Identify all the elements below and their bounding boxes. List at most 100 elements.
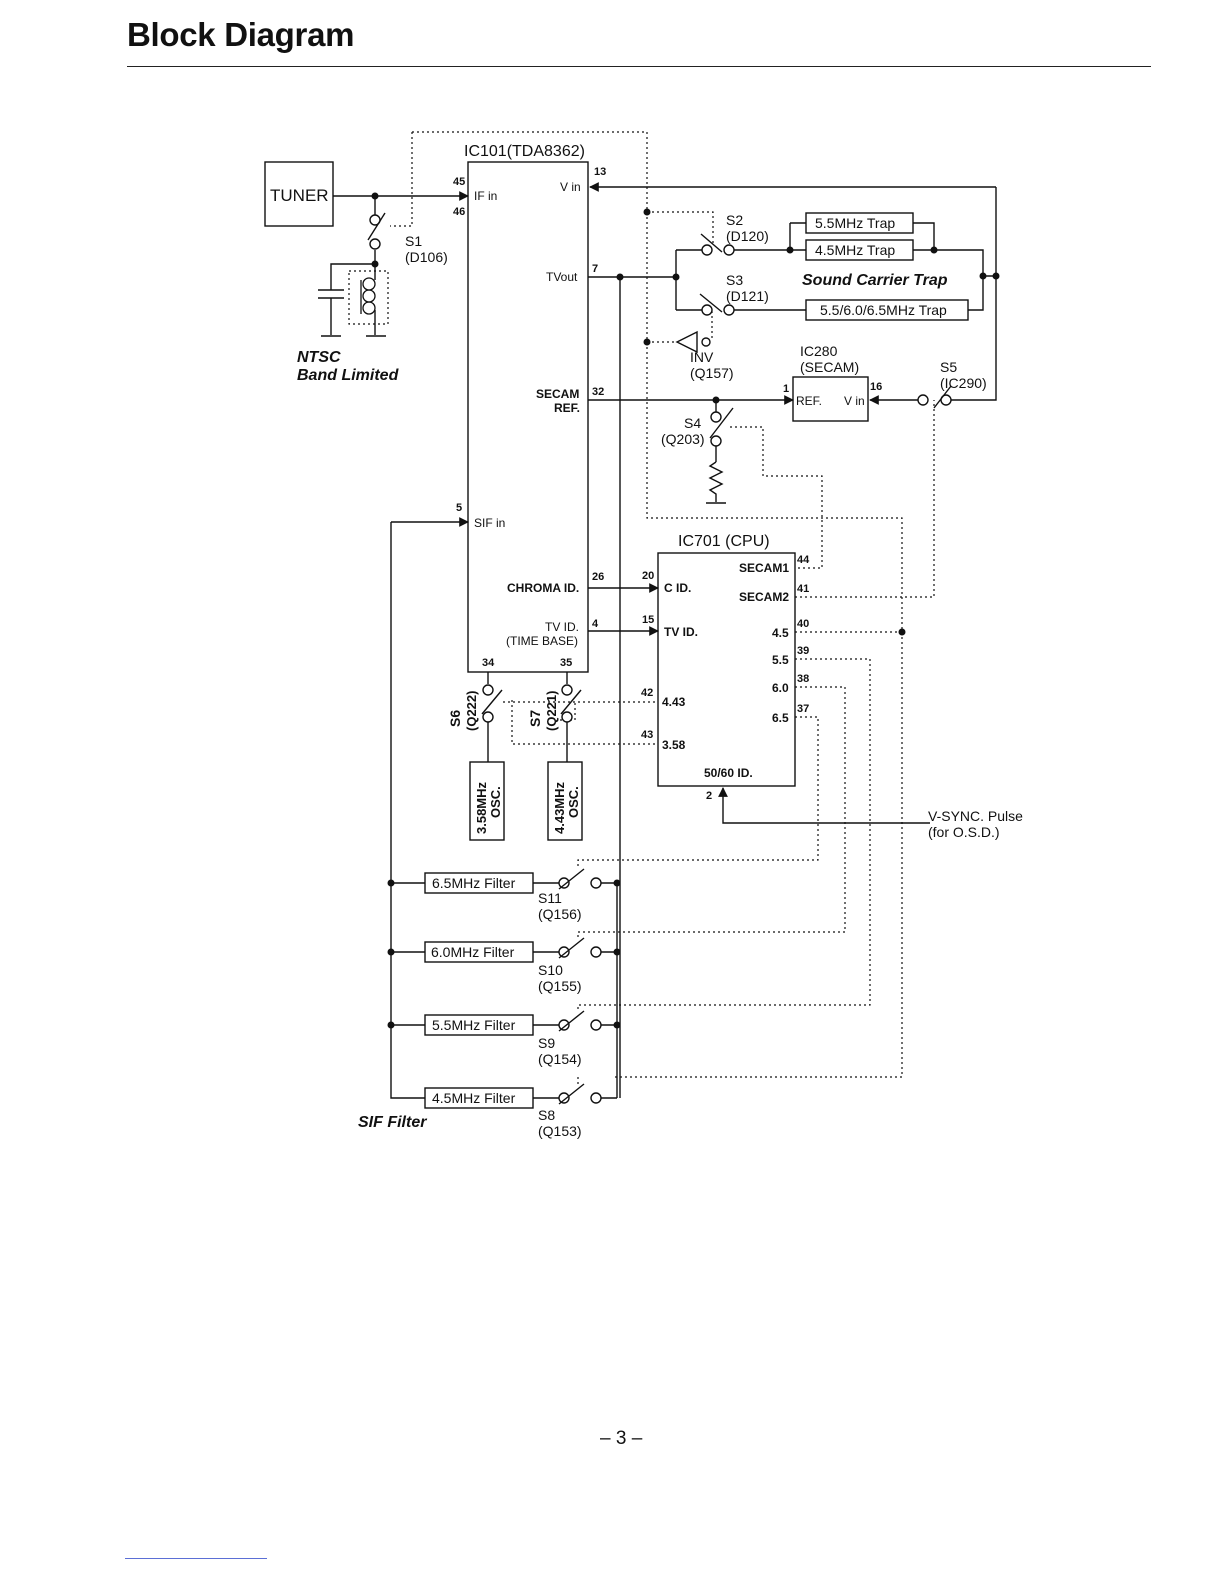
control-lines bbox=[348, 131, 935, 1085]
s5-sub: (IC290) bbox=[940, 375, 987, 391]
ic101-if-in: IF in bbox=[474, 189, 497, 203]
s3-sub: (D121) bbox=[726, 288, 769, 304]
ic701-443: 4.43 bbox=[662, 695, 686, 709]
ic101-secam-ref-1: SECAM bbox=[536, 387, 579, 401]
pin-4: 4 bbox=[592, 618, 599, 630]
pin-32: 32 bbox=[592, 386, 604, 398]
osc-358-box bbox=[469, 761, 505, 841]
tuner-label: TUNER bbox=[270, 186, 329, 205]
s11-sub: (Q156) bbox=[538, 906, 582, 922]
filter-45-label: 4.5MHz Filter bbox=[432, 1090, 516, 1106]
pin-13: 13 bbox=[594, 166, 606, 178]
s11-label: S11 bbox=[538, 890, 562, 906]
s7-label: S7 bbox=[527, 710, 543, 727]
pin-45: 45 bbox=[453, 176, 465, 188]
vsync-label-1: V-SYNC. Pulse bbox=[928, 808, 1023, 824]
ic701-secam2: SECAM2 bbox=[739, 590, 789, 604]
footer-rule bbox=[125, 1558, 267, 1559]
s3-label: S3 bbox=[726, 272, 743, 288]
s4-sub: (Q203) bbox=[661, 431, 705, 447]
ic701-secam1: SECAM1 bbox=[739, 561, 789, 575]
filter-65-label: 6.5MHz Filter bbox=[432, 875, 516, 891]
ic701-5060-id: 50/60 ID. bbox=[704, 766, 753, 780]
s4-label: S4 bbox=[684, 415, 701, 431]
s6-sub: (Q222) bbox=[464, 691, 479, 731]
s9-label: S9 bbox=[538, 1035, 555, 1051]
sound-carrier-trap-label: Sound Carrier Trap bbox=[802, 272, 948, 289]
pin-46: 46 bbox=[453, 206, 465, 218]
page-title: Block Diagram bbox=[127, 16, 355, 53]
ic101-block bbox=[467, 161, 589, 673]
pin-43: 43 bbox=[641, 729, 653, 741]
title-rule bbox=[127, 66, 1151, 67]
tuner-block bbox=[264, 161, 334, 227]
s9-sub: (Q154) bbox=[538, 1051, 582, 1067]
ic101-chroma-id: CHROMA ID. bbox=[507, 581, 579, 595]
filter-60-label: 6.0MHz Filter bbox=[431, 944, 515, 960]
s8-sub: (Q153) bbox=[538, 1123, 582, 1139]
ic701-358: 3.58 bbox=[662, 738, 686, 752]
s5-label: S5 bbox=[940, 359, 957, 375]
ic701-title: IC701 (CPU) bbox=[678, 533, 770, 550]
coil-icon bbox=[360, 277, 376, 315]
ic280-title: IC280 bbox=[800, 343, 838, 359]
pin-1: 1 bbox=[783, 383, 789, 395]
pin-37: 37 bbox=[797, 703, 809, 715]
ntsc-label-1: NTSC bbox=[297, 349, 341, 366]
inv-sub-label: (Q157) bbox=[690, 365, 734, 381]
ic101-secam-ref-2: REF. bbox=[554, 401, 580, 415]
pin-16: 16 bbox=[870, 381, 882, 393]
s10-sub: (Q155) bbox=[538, 978, 582, 994]
s8-label: S8 bbox=[538, 1107, 555, 1123]
pin-2: 2 bbox=[706, 790, 712, 802]
ic101-sif-in: SIF in bbox=[474, 516, 505, 530]
pin-38: 38 bbox=[797, 673, 809, 685]
ic101-tvout: TVout bbox=[546, 270, 578, 284]
s1-label: S1 bbox=[405, 233, 422, 249]
pin-39: 39 bbox=[797, 645, 809, 657]
pin-5: 5 bbox=[456, 502, 462, 514]
ic701-65: 6.5 bbox=[772, 711, 789, 725]
osc-358-label-1: 3.58MHz bbox=[474, 781, 489, 834]
s7-sub: (Q221) bbox=[544, 691, 559, 731]
pin-44: 44 bbox=[797, 554, 810, 566]
ic701-c-id: C ID. bbox=[664, 581, 691, 595]
inv-label: INV bbox=[690, 349, 714, 365]
s6-label: S6 bbox=[447, 710, 463, 727]
ic701-block bbox=[657, 552, 796, 787]
ic101-title: IC101(TDA8362) bbox=[464, 143, 585, 160]
ic280-ref: REF. bbox=[796, 394, 822, 408]
pin-34: 34 bbox=[482, 657, 495, 669]
osc-358-label-2: OSC. bbox=[488, 786, 503, 818]
sif-filter-label: SIF Filter bbox=[358, 1114, 427, 1131]
pin-42: 42 bbox=[641, 687, 653, 699]
s10-label: S10 bbox=[538, 962, 563, 978]
ntsc-label-2: Band Limited bbox=[297, 367, 400, 384]
page-number: – 3 – bbox=[600, 1428, 643, 1449]
pin-40: 40 bbox=[797, 618, 809, 630]
osc-443-label-1: 4.43MHz bbox=[552, 781, 567, 834]
osc-443-box bbox=[547, 761, 583, 841]
pin-15: 15 bbox=[642, 614, 654, 626]
ic280-v-in: V in bbox=[844, 394, 865, 408]
ic701-60: 6.0 bbox=[772, 681, 789, 695]
pin-7: 7 bbox=[592, 263, 598, 275]
s1-sub: (D106) bbox=[405, 249, 448, 265]
trap-556065-label: 5.5/6.0/6.5MHz Trap bbox=[820, 302, 947, 318]
pin-26: 26 bbox=[592, 571, 604, 583]
s2-label: S2 bbox=[726, 212, 743, 228]
ic101-v-in: V in bbox=[560, 180, 581, 194]
pin-20: 20 bbox=[642, 570, 654, 582]
s2-sub: (D120) bbox=[726, 228, 769, 244]
ic701-tv-id: TV ID. bbox=[664, 625, 698, 639]
ic101-tv-id-1: TV ID. bbox=[545, 620, 579, 634]
vsync-label-2: (for O.S.D.) bbox=[928, 824, 1000, 840]
ic101-tv-id-2: (TIME BASE) bbox=[506, 634, 578, 648]
trap-55-label: 5.5MHz Trap bbox=[815, 215, 895, 231]
ic701-45: 4.5 bbox=[772, 626, 789, 640]
filter-55-label: 5.5MHz Filter bbox=[432, 1017, 516, 1033]
pin-41: 41 bbox=[797, 583, 809, 595]
osc-443-label-2: OSC. bbox=[566, 786, 581, 818]
pin-35: 35 bbox=[560, 657, 572, 669]
